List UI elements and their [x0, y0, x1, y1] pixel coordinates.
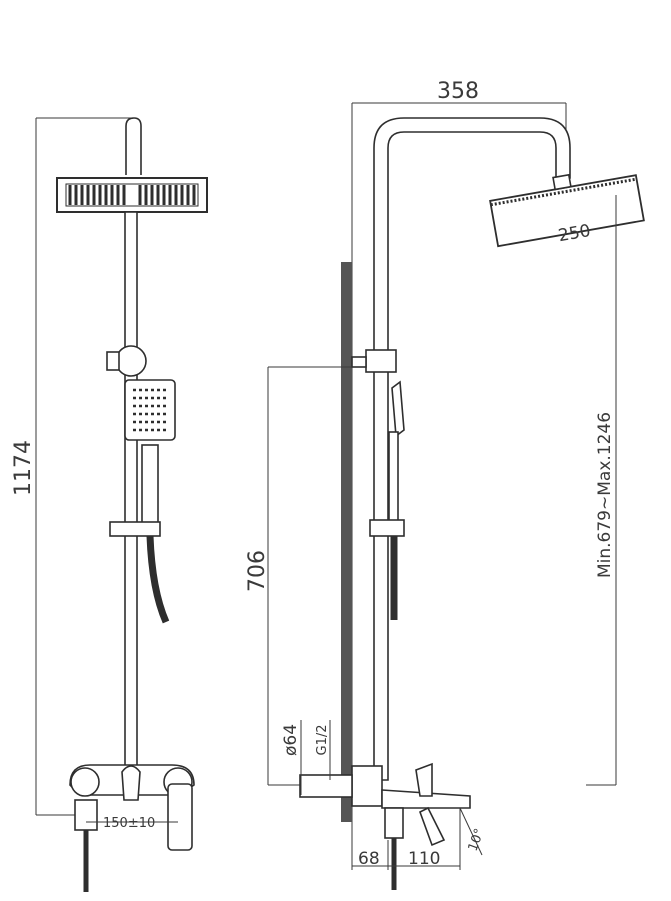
- front-view: 1174 150±10: [11, 117, 208, 892]
- diverter-side: [365, 349, 397, 373]
- showerhead-nozzles: [65, 183, 199, 207]
- slider-holder: [109, 521, 161, 537]
- height-range-label: Min.679~Max.1246: [595, 412, 615, 578]
- spout: [381, 789, 471, 809]
- hose-front: [146, 535, 170, 624]
- center-distance-label: 150±10: [103, 816, 155, 831]
- side-view: 358 250 Min.679~Max.1246 706: [245, 79, 645, 890]
- thread-label: G1/2: [315, 725, 330, 756]
- top-pipe: [125, 117, 142, 175]
- showerhead-front: [56, 177, 208, 213]
- mixer-side-body: [351, 765, 383, 807]
- diverter-knob: [115, 345, 147, 377]
- total-height-label: 1174: [11, 440, 36, 496]
- spout-length-label: 110: [408, 849, 440, 869]
- mixer-lever: [167, 783, 193, 851]
- slider-side: [369, 519, 405, 537]
- riser-rail: [124, 211, 138, 773]
- mixer-center: [121, 765, 141, 801]
- hand-shower-head: [124, 379, 176, 441]
- spout-angle-label: 10°: [466, 827, 488, 854]
- top-width-label: 358: [437, 79, 479, 104]
- wall: [341, 262, 352, 822]
- hand-shower-handle: [141, 444, 159, 526]
- pipe-diameter-label: ø64: [281, 724, 301, 756]
- mixer-side-lever: [419, 806, 446, 847]
- showerhead-side: [489, 173, 645, 248]
- showerhead-width-label: 250: [557, 221, 592, 246]
- hand-shower-side: [391, 380, 405, 438]
- wall-offset-label: 68: [358, 849, 380, 869]
- slide-height-label: 706: [245, 550, 270, 592]
